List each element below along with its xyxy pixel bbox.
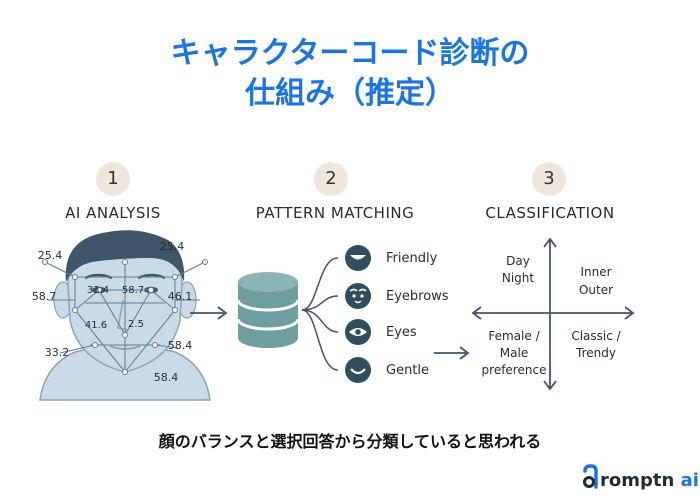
measurement-points	[42, 259, 208, 375]
arrow-face-to-database	[190, 306, 228, 320]
quadrant-bottom-left-line1: Female /	[488, 329, 540, 343]
arrow-patterns-to-classification	[434, 346, 470, 360]
eye-icon	[345, 319, 371, 345]
quadrant-top-right-line1: Inner	[580, 265, 611, 279]
pattern-label-eyebrows: Eyebrows	[386, 289, 449, 304]
measure-inner-right: 58.7	[122, 285, 144, 296]
quadrant-bottom-right-line2: Trendy	[575, 346, 616, 360]
footer-caption: 顔のバランスと選択回答から分類していると思われる	[158, 432, 542, 451]
logo-suffix-text: ai	[680, 470, 699, 491]
measure-top-left: 25.4	[38, 249, 63, 262]
eyebrows-icon	[345, 283, 371, 309]
step-1-title: AI ANALYSIS	[65, 204, 161, 222]
step-1-badge: 1	[96, 162, 130, 196]
database-icon	[236, 272, 300, 348]
page-title-line2: 仕組み（推定）	[245, 76, 455, 111]
logo-main-text: romptn	[600, 470, 675, 491]
page-title-line1: キャラクターコード診断の	[170, 36, 530, 71]
measure-bottom-left: 33.2	[45, 346, 70, 359]
step-3-title: CLASSIFICATION	[485, 204, 615, 222]
quadrant-top-left-line1: Day	[506, 254, 530, 268]
measure-chin: 58.4	[154, 371, 179, 384]
measure-top-right: 25.4	[160, 240, 185, 253]
measure-inner-left: 33.4	[87, 285, 109, 296]
pattern-label-eyes: Eyes	[386, 325, 417, 340]
face-illustration: 25.4 25.4 58.7 46.1 33.4 58.7 41.6 2.5 3…	[32, 230, 211, 401]
pattern-label-gentle: Gentle	[386, 363, 429, 378]
measure-bottom-right: 58.4	[168, 339, 193, 352]
friendly-icon	[345, 245, 371, 271]
step-3-badge: 3	[532, 162, 566, 196]
step-2-badge: 2	[314, 162, 348, 196]
measurement-lines	[44, 261, 206, 373]
measure-mid-right: 46.1	[168, 290, 193, 303]
pattern-branches	[301, 257, 339, 371]
quadrant-bottom-left-line2: Male	[500, 346, 528, 360]
measure-cheek-right: 2.5	[128, 319, 144, 330]
quadrant-bottom-right-line1: Classic /	[571, 329, 621, 343]
pattern-label-friendly: Friendly	[386, 251, 438, 266]
step-2-title: PATTERN MATCHING	[255, 204, 415, 222]
quadrant-bottom-left-line3: preference	[482, 363, 547, 377]
measure-mid-left: 58.7	[32, 290, 57, 303]
romptn-logo-icon	[583, 464, 598, 489]
hair-shape	[65, 230, 185, 282]
measure-cheek-left: 41.6	[85, 320, 107, 331]
quadrant-top-left-line2: Night	[502, 271, 535, 285]
gentle-icon	[345, 357, 371, 383]
romptn-logo: romptn ai	[600, 470, 699, 491]
quadrant-top-right-line2: Outer	[579, 283, 613, 297]
classification-axes	[471, 237, 635, 391]
